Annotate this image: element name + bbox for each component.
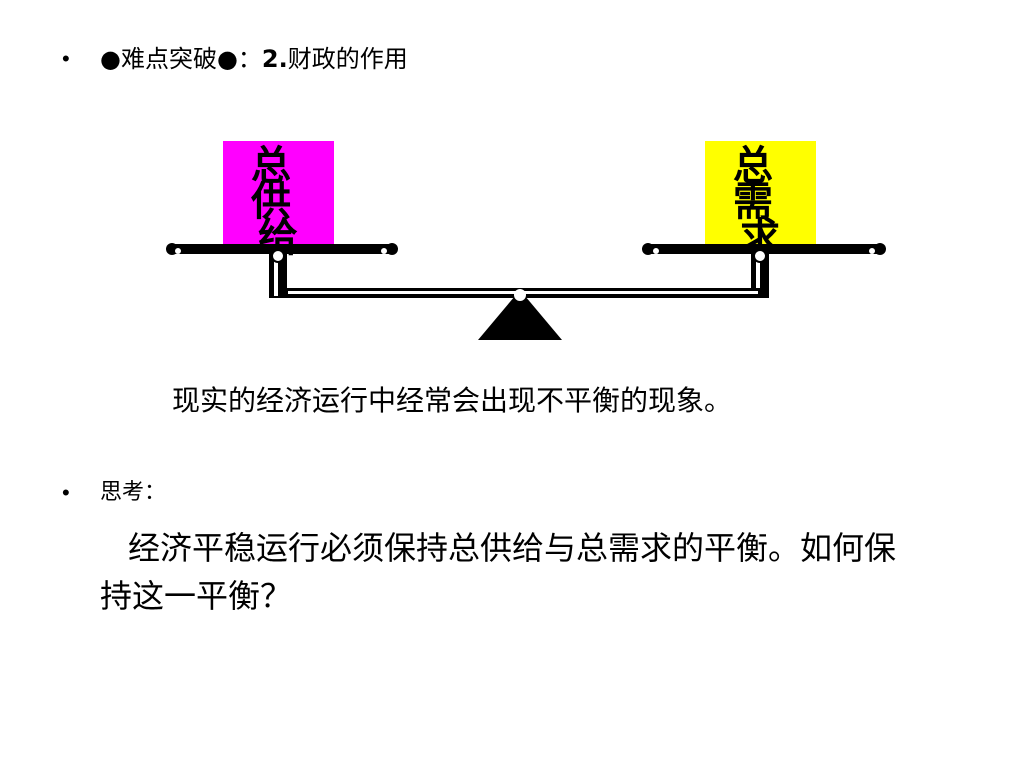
slide-heading: ●难点突破●：2.财政的作用 bbox=[100, 44, 408, 74]
heading-number: 2. bbox=[261, 45, 288, 73]
heading-topic: 财政的作用 bbox=[287, 45, 408, 73]
right-pan bbox=[642, 243, 886, 255]
thinking-label: 思考： bbox=[100, 480, 167, 505]
right-post bbox=[751, 249, 769, 298]
heading-marker-left: ● bbox=[100, 45, 121, 73]
balance-scale-diagram: 总 供 给 总 需 求 bbox=[166, 141, 886, 340]
fulcrum bbox=[478, 289, 562, 340]
left-post bbox=[269, 249, 287, 298]
thinking-bullet: • bbox=[62, 480, 70, 505]
aggregate-demand-label: 总 需 求 bbox=[733, 143, 787, 261]
aggregate-demand-box bbox=[705, 141, 816, 248]
aggregate-supply-label: 总 供 给 bbox=[251, 143, 305, 261]
heading-title: 难点突破 bbox=[120, 45, 217, 73]
thinking-question-text: 经济平稳运行必须保持总供给与总需求的平衡。如何保持这一平衡？ bbox=[100, 529, 897, 615]
imbalance-statement: 现实的经济运行中经常会出现不平衡的现象。 bbox=[172, 384, 733, 417]
heading-marker-right: ●： bbox=[216, 45, 262, 73]
heading-bullet: • bbox=[62, 46, 70, 71]
left-pan bbox=[166, 243, 398, 255]
thinking-question: 经济平稳运行必须保持总供给与总需求的平衡。如何保持这一平衡？ bbox=[100, 524, 900, 620]
aggregate-supply-box bbox=[223, 141, 334, 248]
